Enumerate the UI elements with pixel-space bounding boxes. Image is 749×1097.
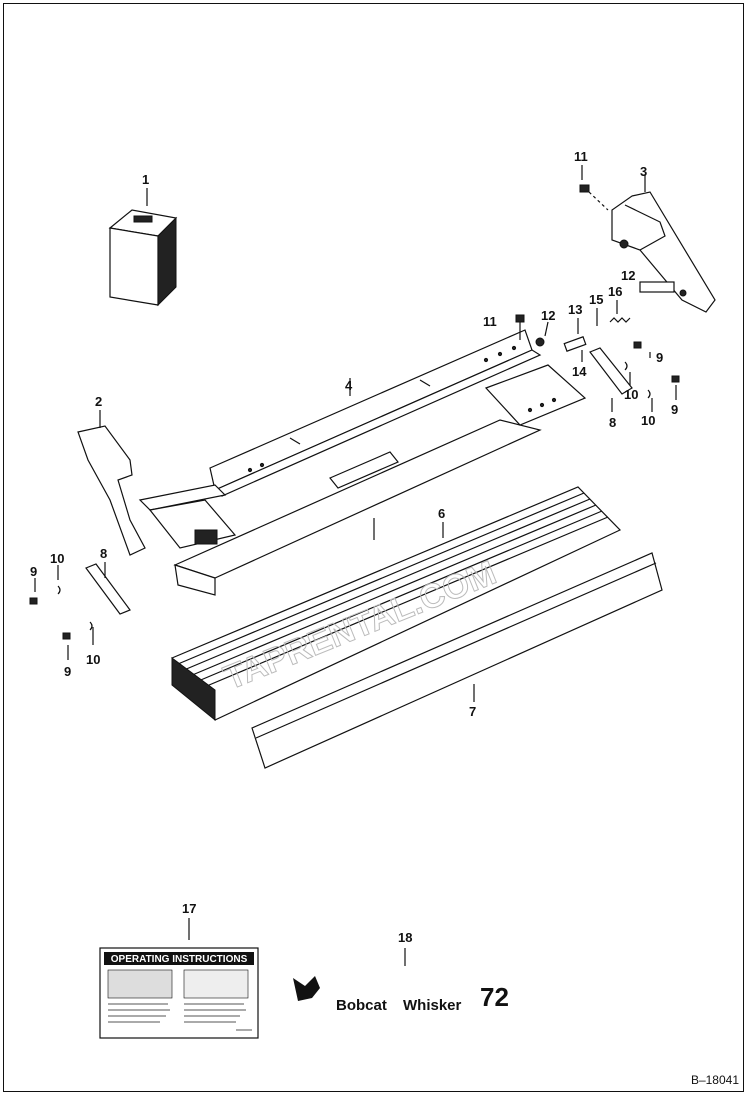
- callout-9-left-upper: 9: [30, 564, 37, 579]
- callout-12-upper: 12: [621, 268, 635, 283]
- part-17-operating-decal: OPERATING INSTRUCTIONS: [99, 947, 259, 1039]
- part-18-brand-decal: Bobcat Whisker 72: [293, 976, 509, 1014]
- part-13-pin: [563, 336, 587, 352]
- brand-name-1: Bobcat: [336, 997, 387, 1014]
- part-11-bolt-lower: [515, 314, 525, 323]
- brand-model: 72: [480, 982, 509, 1012]
- callout-6: 6: [438, 506, 445, 521]
- callout-9-right-lower: 9: [671, 402, 678, 417]
- callout-16: 16: [608, 284, 622, 299]
- bobcat-logo: [293, 976, 320, 1001]
- part-2-left-bracket: [77, 425, 237, 596]
- callout-3: 3: [640, 164, 647, 179]
- part-16-spring: [609, 317, 631, 323]
- part-12-nut-lower: [535, 337, 545, 347]
- callout-9-right-upper: 9: [656, 350, 663, 365]
- callout-14: 14: [572, 364, 587, 379]
- part-8-plate-left: [85, 563, 131, 615]
- callout-18: 18: [398, 930, 412, 945]
- part-4-main-frame: [173, 329, 542, 579]
- part-7-flap: [251, 552, 663, 769]
- callout-17: 17: [182, 901, 196, 916]
- part-8-plate-right: [589, 347, 633, 395]
- brand-name-2: Whisker: [403, 997, 462, 1014]
- callout-10-left-upper: 10: [50, 551, 64, 566]
- callout-9-left-lower: 9: [64, 664, 71, 679]
- callout-10-right-lower: 10: [641, 413, 655, 428]
- page-frame: [3, 3, 744, 1092]
- callout-10-left-lower: 10: [86, 652, 100, 667]
- callout-2: 2: [95, 394, 102, 409]
- part-3-right-bracket: [611, 191, 716, 313]
- callout-8-left: 8: [100, 546, 107, 561]
- figure-reference: B–18041: [690, 1073, 739, 1087]
- callout-11-upper: 11: [574, 149, 588, 164]
- callout-8-right: 8: [609, 415, 616, 430]
- callout-13: 13: [568, 302, 582, 317]
- callout-11-lower: 11: [483, 314, 497, 329]
- part-12-nut-upper: [619, 239, 629, 249]
- callout-1: 1: [142, 172, 149, 187]
- callout-7: 7: [469, 704, 476, 719]
- part-10-clips: [57, 361, 651, 631]
- callout-15: 15: [589, 292, 603, 307]
- part-9-screws: [29, 341, 680, 640]
- decal-title: OPERATING INSTRUCTIONS: [111, 954, 248, 965]
- part-1-box: [108, 209, 178, 307]
- callout-12-lower: 12: [541, 308, 555, 323]
- right-mount-plate: [484, 364, 587, 426]
- callout-4: 4: [345, 378, 353, 393]
- part-11-bolt-upper: [579, 184, 609, 211]
- callout-10-right-upper: 10: [624, 387, 638, 402]
